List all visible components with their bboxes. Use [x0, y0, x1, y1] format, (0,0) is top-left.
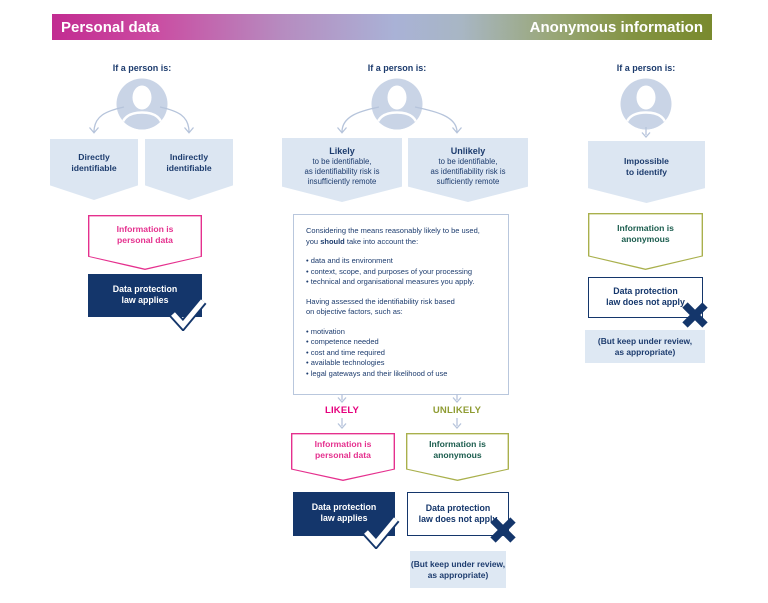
cross-icon — [682, 302, 708, 328]
list-item: motivation — [306, 327, 496, 338]
header-label-personal-data: Personal data — [61, 18, 160, 36]
list-item: context, scope, and purposes of your pro… — [306, 267, 496, 278]
box-unlikely-identifiable: Unlikely to be identifiable, as identifi… — [408, 138, 528, 202]
person-icon — [620, 78, 672, 130]
likely-branch-label: LIKELY — [324, 405, 360, 416]
arrow-down-icon — [337, 418, 347, 429]
box-data-protection-law-does-not-apply: Data protection law does not apply — [588, 277, 703, 318]
box-likely-identifiable: Likely to be identifiable, as identifiab… — [282, 138, 402, 202]
box-impossible-to-identify: Impossible to identify — [588, 141, 705, 203]
considerations-intro: Considering the means reasonably likely … — [306, 226, 480, 246]
left-prompt: If a person is: — [112, 63, 172, 73]
cross-icon — [490, 517, 516, 543]
list-item: data and its environment — [306, 256, 496, 267]
header-label-anonymous-information: Anonymous information — [529, 18, 703, 36]
box-identifiability-considerations: Considering the means reasonably likely … — [293, 214, 509, 395]
middle-prompt: If a person is: — [367, 63, 427, 73]
box-information-is-personal-data: Information is personal data — [291, 433, 395, 481]
box-data-protection-law-does-not-apply: Data protection law does not apply — [407, 492, 509, 536]
list-item: legal gateways and their likelihood of u… — [306, 369, 496, 380]
list-item: available technologies — [306, 358, 496, 369]
person-icon — [371, 78, 423, 130]
arrow-down-icon — [452, 418, 462, 429]
arrow-down-icon — [452, 394, 462, 403]
right-prompt: If a person is: — [616, 63, 676, 73]
objective-factors-list: motivation competence needed cost and ti… — [306, 327, 496, 380]
list-item: cost and time required — [306, 348, 496, 359]
box-keep-under-review: (But keep under review, as appropriate) — [410, 551, 506, 588]
box-data-protection-law-applies: Data protection law applies — [88, 274, 202, 317]
considerations-list: data and its environment context, scope,… — [306, 256, 496, 288]
check-icon — [169, 298, 207, 331]
list-item: competence needed — [306, 337, 496, 348]
assessment-intro: Having assessed the identifiability risk… — [306, 296, 455, 317]
list-item: technical and organisational measures yo… — [306, 277, 496, 288]
box-keep-under-review: (But keep under review, as appropriate) — [585, 330, 705, 363]
header-bar: Personal data Anonymous information — [52, 14, 712, 40]
box-information-is-anonymous: Information is anonymous — [406, 433, 509, 481]
box-information-is-anonymous: Information is anonymous — [588, 213, 703, 270]
person-icon — [116, 78, 168, 130]
check-icon — [362, 516, 400, 549]
box-indirectly-identifiable: Indirectly identifiable — [145, 139, 233, 200]
box-information-is-personal-data: Information is personal data — [88, 215, 202, 270]
box-data-protection-law-applies: Data protection law applies — [293, 492, 395, 536]
unlikely-branch-label: UNLIKELY — [432, 405, 482, 416]
box-directly-identifiable: Directly identifiable — [50, 139, 138, 200]
left-split-connector-arrows — [89, 106, 194, 134]
arrow-down-icon — [337, 394, 347, 403]
arrow-down-icon — [641, 127, 651, 138]
middle-split-connector-arrows — [337, 106, 462, 134]
